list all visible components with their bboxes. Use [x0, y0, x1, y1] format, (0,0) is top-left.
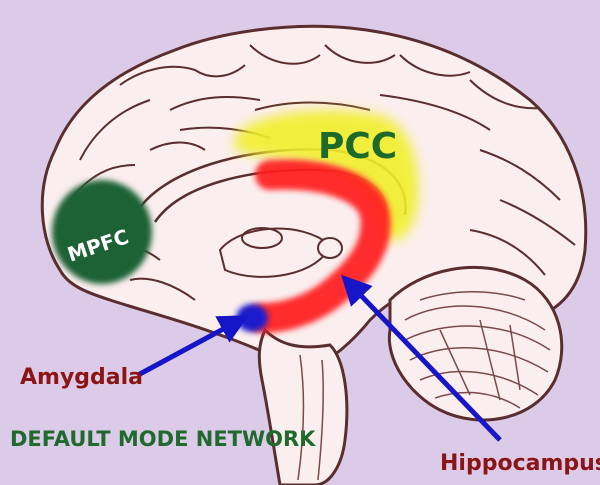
- thalamus: [218, 227, 343, 278]
- amygdala-region: [236, 304, 268, 332]
- cerebellum-folia: [404, 291, 551, 409]
- limbic-arc: [247, 159, 391, 333]
- diagram-title: DEFAULT MODE NETWORK: [10, 427, 316, 451]
- cerebellum: [387, 265, 564, 422]
- amygdala-label: Amygdala: [20, 365, 143, 390]
- hippocampus-arrow: [341, 274, 502, 442]
- brainstem-lines: [297, 354, 324, 481]
- pcc-region: [235, 110, 419, 241]
- amygdala-arrow: [136, 315, 249, 378]
- mpfc-region: [52, 180, 152, 284]
- hippocampus-label: Hippocampus: [440, 451, 600, 476]
- pcc-label: PCC: [318, 126, 397, 167]
